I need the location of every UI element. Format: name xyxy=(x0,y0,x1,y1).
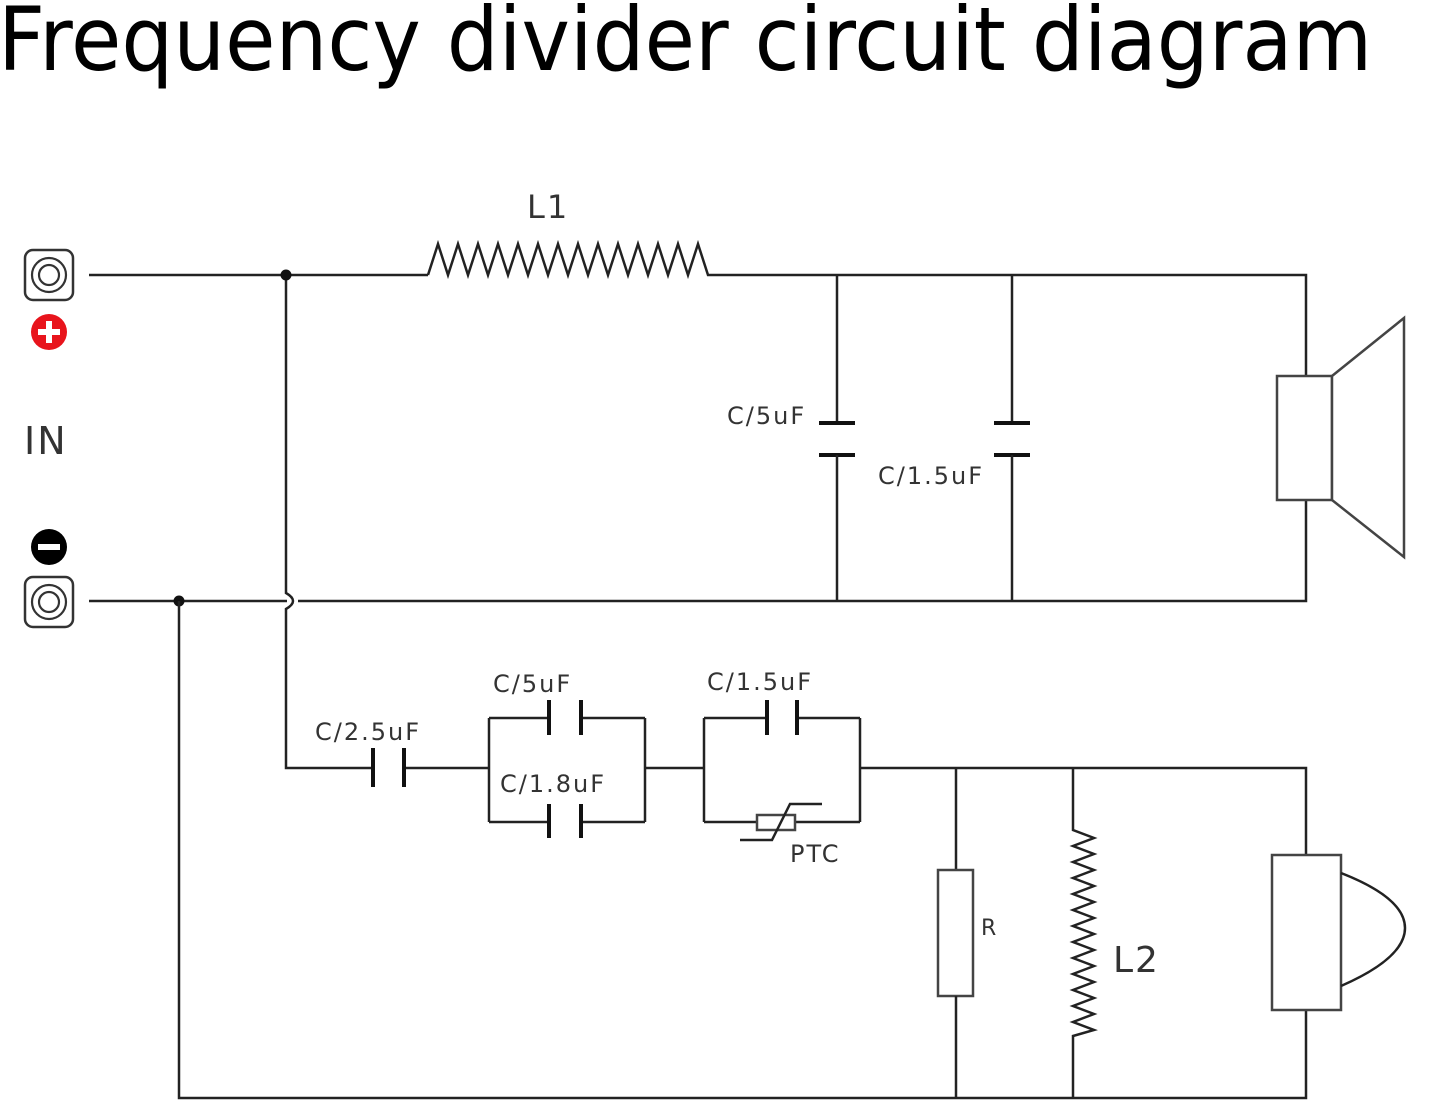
plus-circle-icon xyxy=(31,314,67,350)
woofer-speaker-icon xyxy=(1275,315,1406,560)
minus-circle-icon xyxy=(31,529,67,565)
parallel-capacitors: C/5uF C/1.8uF xyxy=(487,670,647,838)
capacitor-5uf-woofer: C/5uF xyxy=(727,275,855,601)
input-label: IN xyxy=(24,419,68,463)
ptc-thermistor-icon xyxy=(704,802,860,842)
cap-1-5uf-label: C/1.5uF xyxy=(878,462,984,490)
cap-1-8uf-label: C/1.8uF xyxy=(500,770,606,798)
resistor-r: R xyxy=(936,768,998,1098)
cap-5uf-label: C/5uF xyxy=(727,402,806,430)
cap-5uf-tweeter-label: C/5uF xyxy=(493,670,572,698)
positive-terminal-icon xyxy=(23,248,75,302)
l1-label: L1 xyxy=(527,188,569,226)
capacitor-ptc-parallel: C/1.5uF PTC xyxy=(702,668,862,868)
capacitor-1-5uf-woofer: C/1.5uF xyxy=(878,275,1030,601)
page-title: Frequency divider circuit diagram xyxy=(0,0,1373,91)
cap-2-5uf-label: C/2.5uF xyxy=(315,718,421,746)
capacitor-2-5uf: C/2.5uF xyxy=(315,718,421,787)
l2-label: L2 xyxy=(1113,940,1160,981)
ptc-label: PTC xyxy=(790,840,840,868)
woofer-wiring xyxy=(89,269,1308,770)
cap-1-5uf-tweeter-label: C/1.5uF xyxy=(707,668,813,696)
tweeter-wiring xyxy=(177,601,1308,1100)
tweeter-speaker-icon xyxy=(1270,853,1407,1012)
inductor-l2: L2 xyxy=(1069,768,1160,1098)
junction-dot xyxy=(280,269,292,281)
inductor-l1: L1 xyxy=(426,188,714,280)
resistor-label: R xyxy=(981,916,998,941)
negative-terminal-icon xyxy=(23,575,75,629)
